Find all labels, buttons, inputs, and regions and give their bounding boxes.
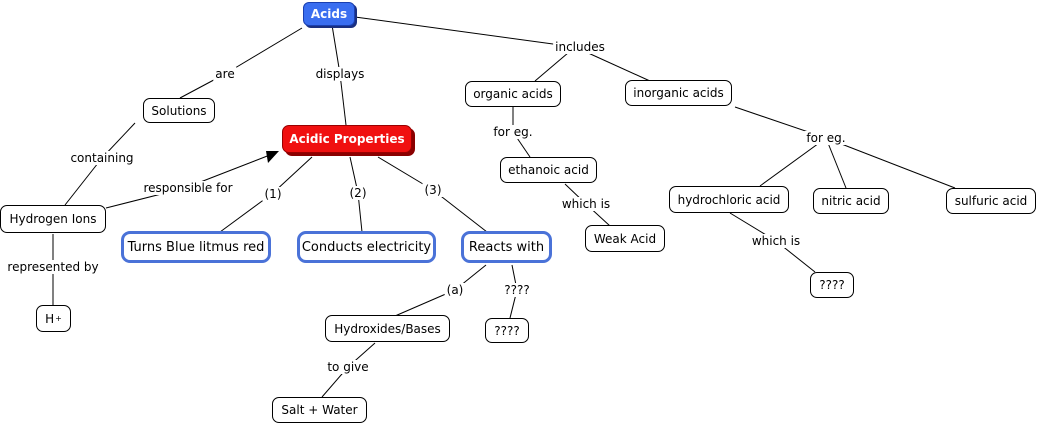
node-weak-acid[interactable]: Weak Acid bbox=[585, 225, 665, 252]
node-hydroxides-bases[interactable]: Hydroxides/Bases bbox=[325, 315, 450, 342]
link-includes: includes bbox=[553, 40, 607, 54]
h-plus-superscript: + bbox=[55, 313, 62, 323]
link-reacts-a: (a) bbox=[444, 283, 466, 297]
node-nitric-acid[interactable]: nitric acid bbox=[813, 188, 889, 214]
node-acidic-properties[interactable]: Acidic Properties bbox=[282, 125, 412, 153]
edge-foreg-nitric bbox=[825, 137, 847, 189]
node-solutions[interactable]: Solutions bbox=[143, 98, 215, 123]
edge-3-reacts bbox=[432, 189, 488, 233]
link-for-eg-organic: for eg. bbox=[491, 125, 535, 139]
edge-displays-properties bbox=[339, 73, 347, 126]
edge-foreg-sulfuric bbox=[825, 137, 956, 189]
link-displays: displays bbox=[313, 67, 367, 81]
node-salt-water[interactable]: Salt + Water bbox=[272, 397, 367, 423]
link-containing: containing bbox=[68, 151, 136, 165]
link-are: are bbox=[213, 67, 237, 81]
node-hydrochloric-acid[interactable]: hydrochloric acid bbox=[669, 186, 789, 213]
edge-containing-hydrogen bbox=[64, 157, 103, 206]
node-ethanoic-acid[interactable]: ethanoic acid bbox=[500, 157, 597, 183]
edge-acids-are bbox=[224, 27, 303, 75]
edge-acids-includes bbox=[354, 16, 576, 48]
link-represented-by: represented by bbox=[5, 260, 101, 274]
link-for-eg-inorganic: for eg. bbox=[804, 131, 848, 145]
edge-foreg-hcl bbox=[759, 137, 827, 187]
h-plus-symbol: H bbox=[45, 311, 55, 326]
link-prop-1: (1) bbox=[262, 187, 284, 201]
link-which-is-hcl: which is bbox=[749, 234, 803, 248]
link-to-give: to give bbox=[325, 360, 371, 374]
node-organic-acids[interactable]: organic acids bbox=[465, 81, 561, 107]
edge-acids-displays bbox=[331, 24, 341, 75]
node-sulfuric-acid[interactable]: sulfuric acid bbox=[946, 188, 1036, 214]
arrowhead-responsible bbox=[266, 151, 279, 163]
node-unknown-reactant[interactable]: ???? bbox=[485, 318, 529, 343]
link-reacts-unknown: ???? bbox=[502, 283, 532, 297]
node-h-plus[interactable]: H+ bbox=[36, 305, 71, 332]
node-acids[interactable]: Acids bbox=[303, 2, 355, 26]
node-reacts-with[interactable]: Reacts with bbox=[461, 231, 552, 263]
link-prop-3: (3) bbox=[422, 183, 444, 197]
link-which-is-ethanoic: which is bbox=[559, 197, 613, 211]
node-hydrogen-ions[interactable]: Hydrogen Ions bbox=[0, 205, 106, 233]
node-conducts-electricity[interactable]: Conducts electricity bbox=[297, 231, 436, 263]
link-responsible-for: responsible for bbox=[141, 181, 235, 195]
node-inorganic-acids[interactable]: inorganic acids bbox=[625, 80, 732, 106]
node-unknown-hcl[interactable]: ???? bbox=[810, 272, 854, 298]
node-turns-blue-litmus-red[interactable]: Turns Blue litmus red bbox=[121, 231, 271, 263]
link-prop-2: (2) bbox=[347, 186, 369, 200]
